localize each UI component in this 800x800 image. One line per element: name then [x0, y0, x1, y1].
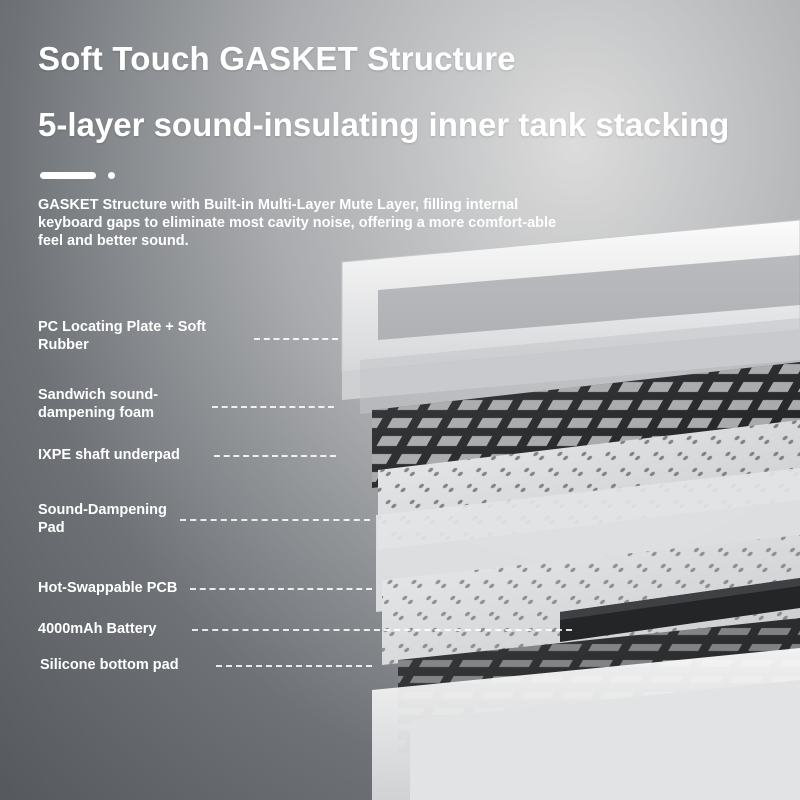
- bottom-case-layer: [372, 648, 800, 800]
- pcb-layer: [382, 535, 800, 665]
- layer-label-battery: 4000mAh Battery: [38, 621, 157, 637]
- page-subtitle: 5-layer sound-insulating inner tank stac…: [38, 106, 730, 143]
- leader-line: [254, 338, 338, 340]
- layer-label-dampening-pad: Sound-Dampening Pad: [38, 502, 167, 536]
- leader-line: [216, 665, 372, 667]
- layer-label-pc-plate: PC Locating Plate + Soft Rubber: [38, 319, 206, 353]
- indicator-dot: [108, 172, 115, 179]
- leader-line: [192, 629, 572, 631]
- foam-layer: [360, 318, 800, 414]
- leader-line: [180, 519, 370, 521]
- page-title: Soft Touch GASKET Structure: [38, 40, 516, 77]
- description-text: GASKET Structure with Built-in Multi-Lay…: [38, 197, 557, 249]
- layer-label-sandwich-foam: Sandwich sound-dampening foam: [38, 387, 159, 421]
- leader-line: [212, 406, 334, 408]
- leader-line: [214, 455, 336, 457]
- battery-layer: [560, 578, 800, 642]
- layer-label-bottom-pad: Silicone bottom pad: [40, 657, 179, 673]
- indicator-active-bar: [40, 172, 96, 179]
- dark-plate-layer: [372, 362, 800, 488]
- layer-label-ixpe: IXPE shaft underpad: [38, 447, 180, 463]
- leader-line: [190, 588, 372, 590]
- layer-label-pcb: Hot-Swappable PCB: [38, 580, 178, 596]
